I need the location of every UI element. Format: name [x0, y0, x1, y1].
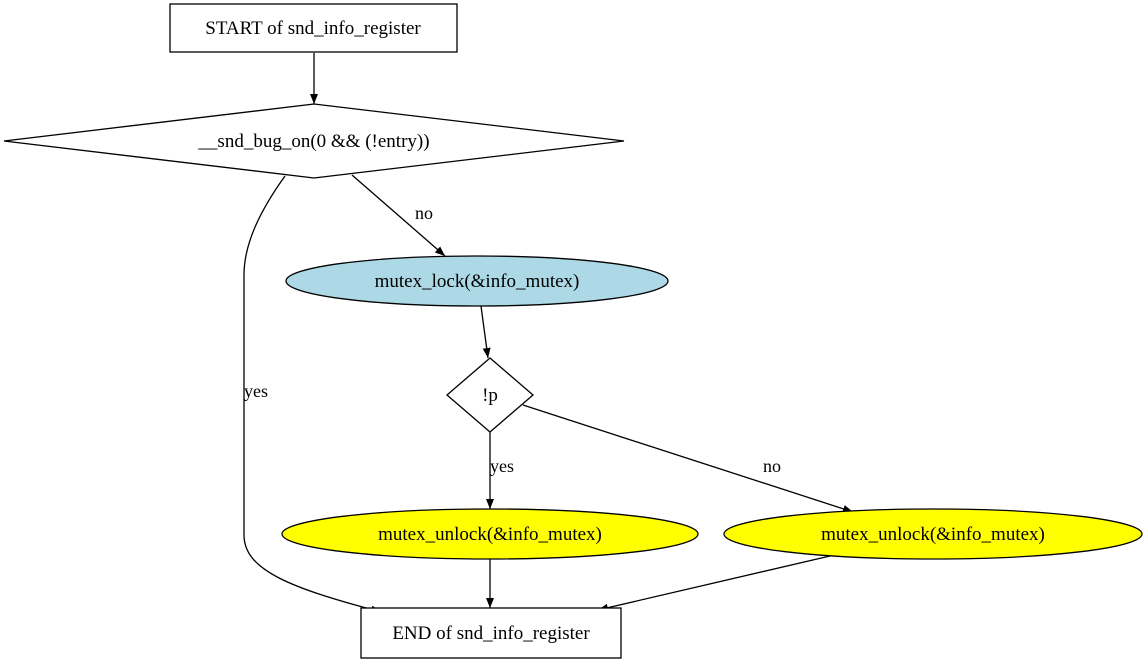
edge-label-not-p-yes: yes [490, 456, 514, 476]
edge-label-bug-on-no: no [415, 203, 433, 223]
node-end: END of snd_info_register [360, 607, 622, 659]
node-not-p: !p [446, 357, 534, 433]
edge-unlock-no-to-end [597, 555, 831, 612]
node-unlock-yes-label: mutex_unlock(&info_mutex) [378, 524, 602, 545]
node-lock: mutex_lock(&info_mutex) [285, 255, 669, 307]
edge-label-bug-on-yes: yes [244, 381, 268, 401]
edges [243, 53, 854, 614]
node-bug-on-shape [3, 103, 625, 179]
node-bug-on: __snd_bug_on(0 && (!entry)) [3, 103, 625, 179]
node-end-label: END of snd_info_register [392, 623, 590, 644]
edge-bug-on-to-end [243, 175, 382, 614]
node-not-p-shape [446, 357, 534, 433]
node-unlock-yes: mutex_unlock(&info_mutex) [281, 508, 699, 560]
edge-bug-on-to-lock [351, 174, 446, 257]
node-unlock-no-shape [723, 508, 1143, 560]
node-unlock-yes-shape [281, 508, 699, 560]
edge-label-not-p-no: no [763, 456, 781, 476]
node-lock-label: mutex_lock(&info_mutex) [375, 271, 580, 292]
node-not-p-label: !p [482, 385, 498, 406]
node-unlock-no: mutex_unlock(&info_mutex) [723, 508, 1143, 560]
edge-not-p-to-unlock-no [522, 404, 854, 513]
node-end-shape [360, 607, 622, 659]
edge-labels: no yes yes no [244, 203, 781, 476]
node-start: START of snd_info_register [169, 3, 458, 53]
node-lock-shape [285, 255, 669, 307]
node-start-shape [169, 3, 458, 53]
node-start-label: START of snd_info_register [205, 18, 421, 39]
edge-lock-to-not-p [480, 305, 491, 359]
node-bug-on-label: __snd_bug_on(0 && (!entry)) [197, 131, 429, 152]
node-unlock-no-label: mutex_unlock(&info_mutex) [821, 524, 1045, 545]
